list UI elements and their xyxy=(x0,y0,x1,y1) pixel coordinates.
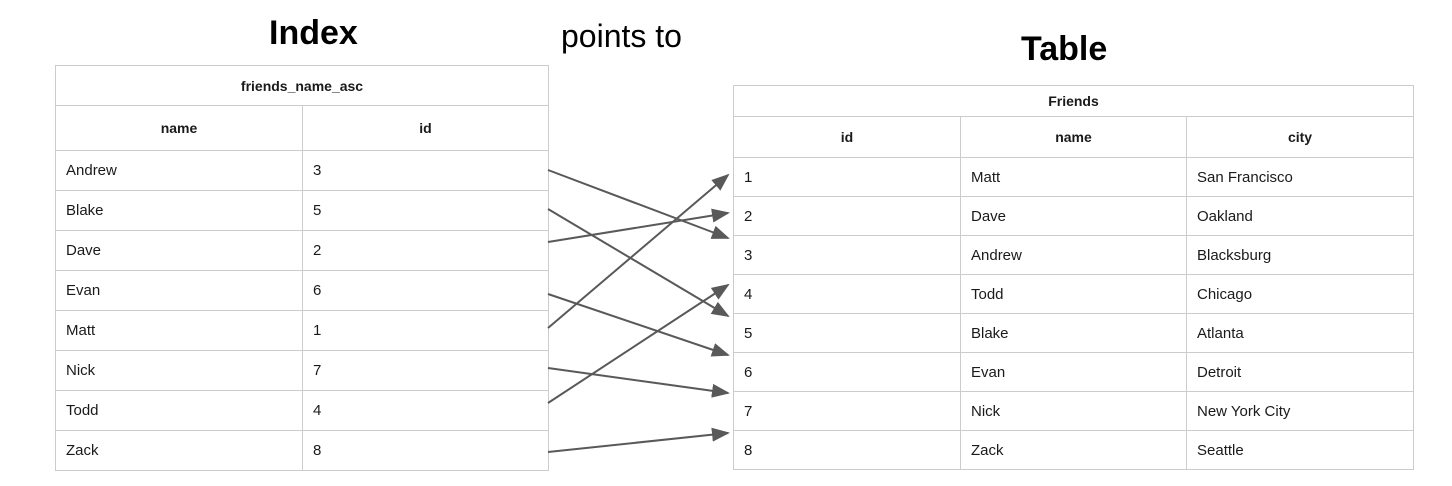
friends-cell-id: 3 xyxy=(733,235,961,275)
friends-column-header-name: name xyxy=(960,116,1187,158)
friends-cell-id: 6 xyxy=(733,352,961,392)
pointer-arrow-todd-to-4 xyxy=(547,283,730,404)
table-heading: Table xyxy=(1021,30,1108,68)
index-table-header-row: name id xyxy=(55,105,549,151)
friends-cell-name: Todd xyxy=(960,274,1187,314)
friends-cell-city: Seattle xyxy=(1186,430,1414,470)
friends-table-name: Friends xyxy=(733,85,1414,117)
index-column-header-id: id xyxy=(302,105,549,151)
friends-cell-id: 2 xyxy=(733,196,961,236)
points-to-label: points to xyxy=(561,18,682,54)
friends-cell-id: 5 xyxy=(733,313,961,353)
index-cell-id: 8 xyxy=(302,430,549,471)
index-cell-name: Zack xyxy=(55,430,303,471)
friends-cell-name: Evan xyxy=(960,352,1187,392)
friends-cell-name: Andrew xyxy=(960,235,1187,275)
index-cell-id: 3 xyxy=(302,150,549,191)
index-cell-name: Dave xyxy=(55,230,303,271)
friends-cell-city: Oakland xyxy=(1186,196,1414,236)
index-table-name: friends_name_asc xyxy=(55,65,549,106)
friends-table-title-row: Friends xyxy=(733,85,1414,117)
friends-cell-id: 7 xyxy=(733,391,961,431)
pointer-arrow-zack-to-8 xyxy=(547,427,730,453)
index-column-header-name: name xyxy=(55,105,303,151)
friends-cell-city: San Francisco xyxy=(1186,157,1414,197)
index-cell-name: Blake xyxy=(55,190,303,231)
pointer-arrow-evan-to-6 xyxy=(547,293,730,357)
friends-cell-city: Blacksburg xyxy=(1186,235,1414,275)
index-cell-name: Matt xyxy=(55,310,303,351)
friends-cell-city: Chicago xyxy=(1186,274,1414,314)
friends-cell-id: 1 xyxy=(733,157,961,197)
friends-cell-name: Matt xyxy=(960,157,1187,197)
index-cell-id: 2 xyxy=(302,230,549,271)
pointer-arrow-blake-to-5 xyxy=(547,208,730,318)
index-cell-name: Andrew xyxy=(55,150,303,191)
friends-column-header-city: city xyxy=(1186,116,1414,158)
index-cell-id: 6 xyxy=(302,270,549,311)
index-cell-id: 1 xyxy=(302,310,549,351)
friends-cell-city: Detroit xyxy=(1186,352,1414,392)
friends-cell-id: 8 xyxy=(733,430,961,470)
friends-cell-name: Blake xyxy=(960,313,1187,353)
friends-cell-name: Nick xyxy=(960,391,1187,431)
index-cell-id: 5 xyxy=(302,190,549,231)
friends-cell-name: Zack xyxy=(960,430,1187,470)
friends-cell-name: Dave xyxy=(960,196,1187,236)
friends-cell-city: Atlanta xyxy=(1186,313,1414,353)
index-cell-name: Evan xyxy=(55,270,303,311)
pointer-arrow-nick-to-7 xyxy=(547,367,730,398)
index-cell-id: 7 xyxy=(302,350,549,391)
pointer-arrow-dave-to-2 xyxy=(547,208,730,243)
pointer-arrow-andrew-to-3 xyxy=(547,169,730,239)
index-cell-name: Nick xyxy=(55,350,303,391)
index-heading: Index xyxy=(269,14,358,52)
friends-cell-id: 4 xyxy=(733,274,961,314)
index-cell-id: 4 xyxy=(302,390,549,431)
friends-cell-city: New York City xyxy=(1186,391,1414,431)
index-table-title-row: friends_name_asc xyxy=(55,65,549,106)
pointer-arrow-matt-to-1 xyxy=(547,173,730,329)
index-cell-name: Todd xyxy=(55,390,303,431)
friends-column-header-id: id xyxy=(733,116,961,158)
friends-table-header-row: id name city xyxy=(733,116,1414,158)
